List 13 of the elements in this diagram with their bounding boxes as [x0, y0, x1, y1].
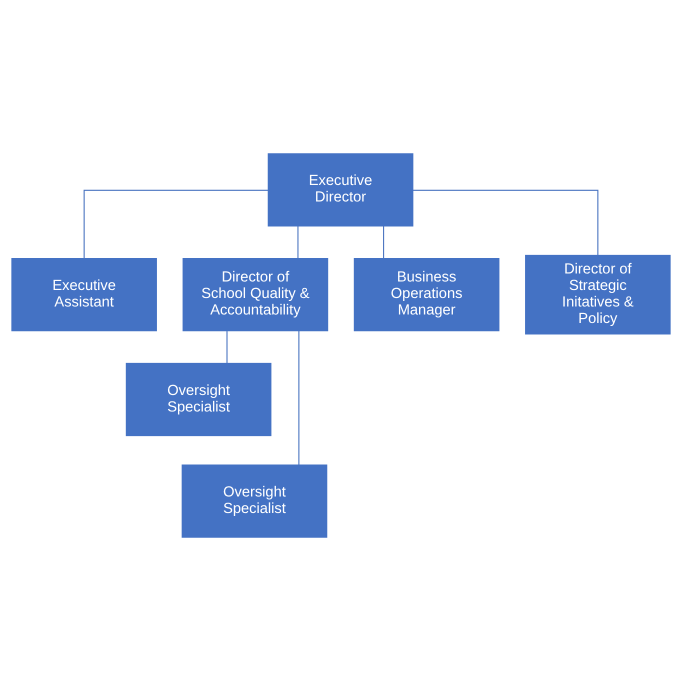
node-box: Director of Strategic Initatives & Policy — [525, 254, 671, 335]
node-box: Oversight Specialist — [126, 362, 272, 436]
connector — [298, 330, 300, 465]
node-box: Executive Assistant — [11, 258, 157, 332]
node-box: Director of School Quality & Accountability — [182, 258, 328, 332]
connector — [383, 226, 384, 258]
node-box: Oversight Specialist — [182, 464, 328, 538]
node-box: Business Operations Manager — [354, 258, 500, 332]
connector — [84, 190, 268, 258]
connector — [412, 190, 598, 256]
connector — [297, 226, 299, 258]
connector — [226, 331, 228, 364]
node-box: Executive Director — [268, 153, 414, 226]
